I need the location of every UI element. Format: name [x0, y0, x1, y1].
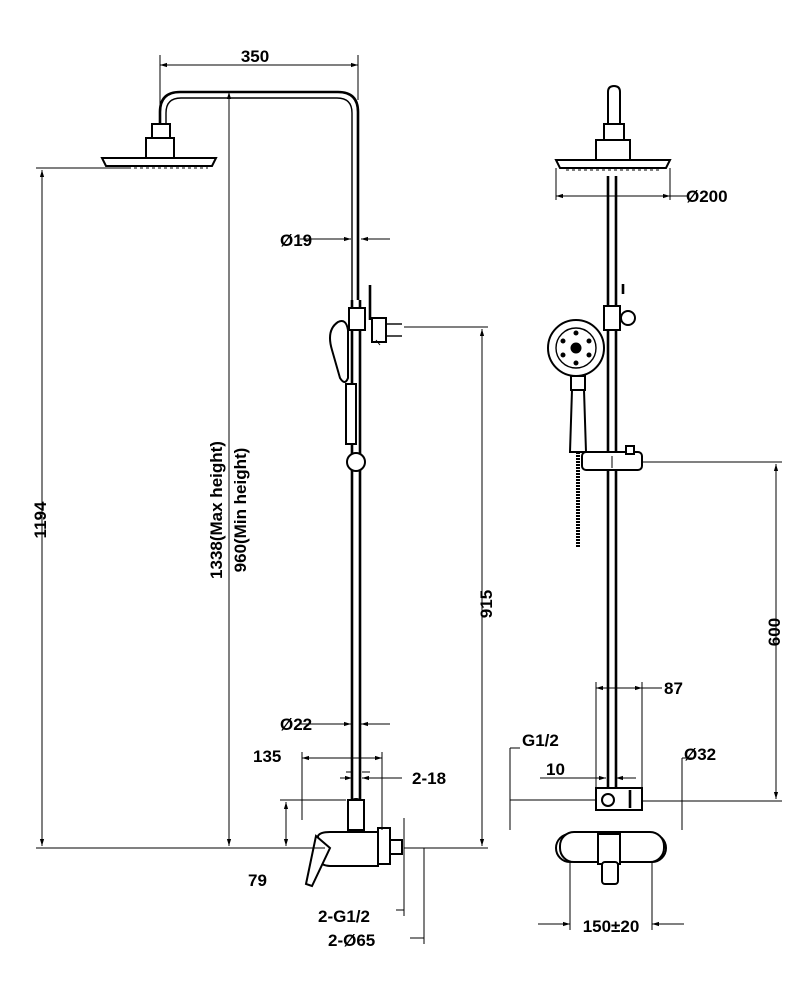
front-view-dimensions: Ø200 600 87 G1/2 10 Ø32 150±20 — [509, 168, 784, 936]
dim-min-height: 960(Min height) — [231, 448, 250, 573]
dim-1194: 1194 — [31, 501, 50, 538]
dim-87: 87 — [664, 679, 683, 698]
dim-135: 135 — [253, 747, 281, 766]
shower-head-side — [100, 157, 218, 167]
dim-2-18: 2-18 — [412, 769, 446, 788]
wall-bracket — [371, 317, 387, 343]
hand-shower-face — [547, 319, 605, 453]
side-view-dimensions: 350 1194 1338(Max height) 960(Min height… — [31, 47, 496, 950]
side-view — [100, 90, 403, 888]
dim-600: 600 — [765, 618, 784, 646]
overhead-arm — [158, 90, 360, 300]
dim-d200: Ø200 — [686, 187, 728, 206]
shower-head-front — [554, 159, 672, 169]
dim-d32: Ø32 — [684, 745, 716, 764]
slider-knob — [346, 452, 366, 472]
dim-g1-2: G1/2 — [522, 731, 559, 750]
dim-2-g1-2: 2-G1/2 — [318, 907, 370, 926]
dim-2-d65: 2-Ø65 — [328, 931, 375, 950]
dim-10: 10 — [546, 760, 565, 779]
mixer-front — [555, 831, 667, 885]
dim-350: 350 — [241, 47, 269, 66]
front-view — [547, 84, 672, 885]
escutcheon-side — [377, 827, 391, 865]
dim-79: 79 — [248, 871, 267, 890]
arm-connector — [151, 123, 171, 139]
dim-915: 915 — [477, 590, 496, 618]
dim-150-20: 150±20 — [583, 917, 640, 936]
dim-max-height: 1338(Max height) — [207, 441, 226, 579]
dim-d19: Ø19 — [280, 231, 312, 250]
dim-d22: Ø22 — [280, 715, 312, 734]
hand-shower-side — [329, 320, 349, 383]
